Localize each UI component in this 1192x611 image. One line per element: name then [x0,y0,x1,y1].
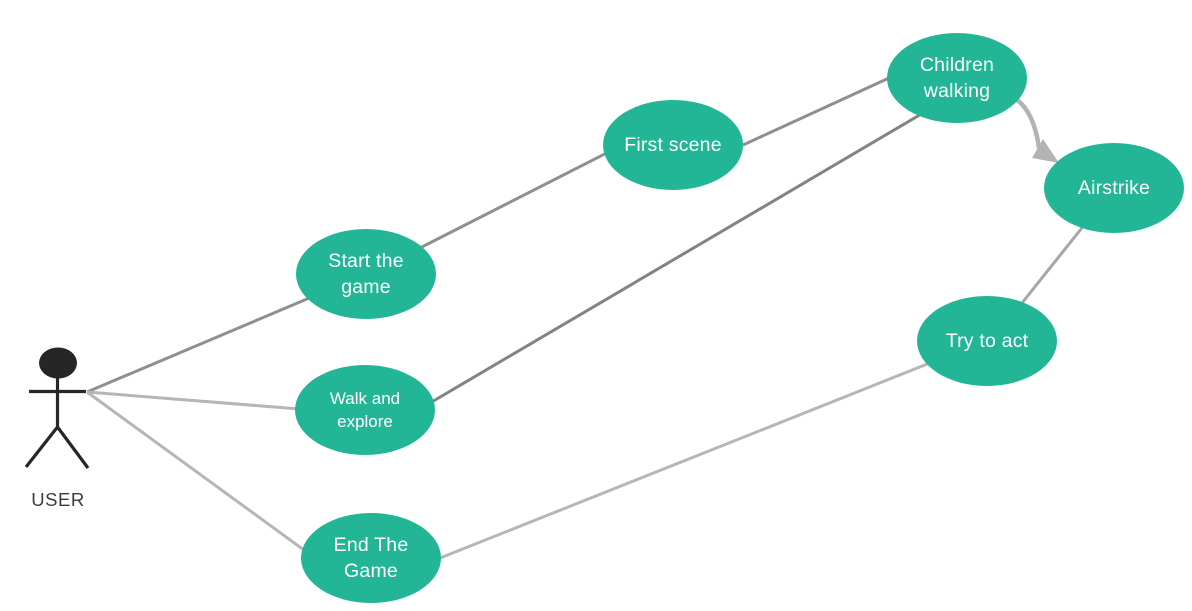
node-label-line: Try to act [945,330,1029,352]
connector-user-walk-and-explore[interactable] [86,390,313,412]
node-label-line: End The [333,534,409,556]
node-label-line: Start the [328,250,404,272]
usecase-node-end-the-game[interactable]: End The Game [301,513,441,603]
usecase-node-start-the-game[interactable]: Start the game [296,229,436,319]
connector-try-to-act-airstrike[interactable] [1008,213,1095,319]
arrow-children-walking-airstrike[interactable] [1014,97,1059,163]
node-label-line: game [341,276,391,298]
node-label-line: Game [344,560,398,582]
actor-label: USER [31,489,85,510]
usecase-node-airstrike[interactable]: Airstrike [1044,143,1184,233]
actor-user-figure[interactable] [24,347,90,469]
connector-end-the-game-try-to-act[interactable] [419,349,961,568]
arrowhead-icon [1032,139,1059,163]
usecase-node-walk-and-explore[interactable]: Walk and explore [295,365,435,455]
actor-leg-right [56,426,90,469]
node-label-line: First scene [624,134,722,156]
node-label-line: walking [923,80,991,102]
node-label-line: explore [337,412,393,431]
actor-leg-left [24,426,59,468]
connector-start-the-game-first-scene[interactable] [409,134,641,255]
node-label-line: Airstrike [1077,177,1151,199]
node-label-line: Walk and [329,389,401,408]
usecase-node-try-to-act[interactable]: Try to act [917,296,1057,386]
usecase-node-children-walking[interactable]: Children walking [887,33,1027,123]
arrow-curve [1014,97,1042,149]
connector-first-scene-children-walking[interactable] [742,76,890,147]
actor-head [39,347,77,379]
usecase-node-first-scene[interactable]: First scene [603,100,743,190]
node-label-line: Children [919,54,995,76]
connector-walk-and-explore-children-walking[interactable] [429,91,958,405]
connector-user-end-the-game[interactable] [86,390,331,571]
